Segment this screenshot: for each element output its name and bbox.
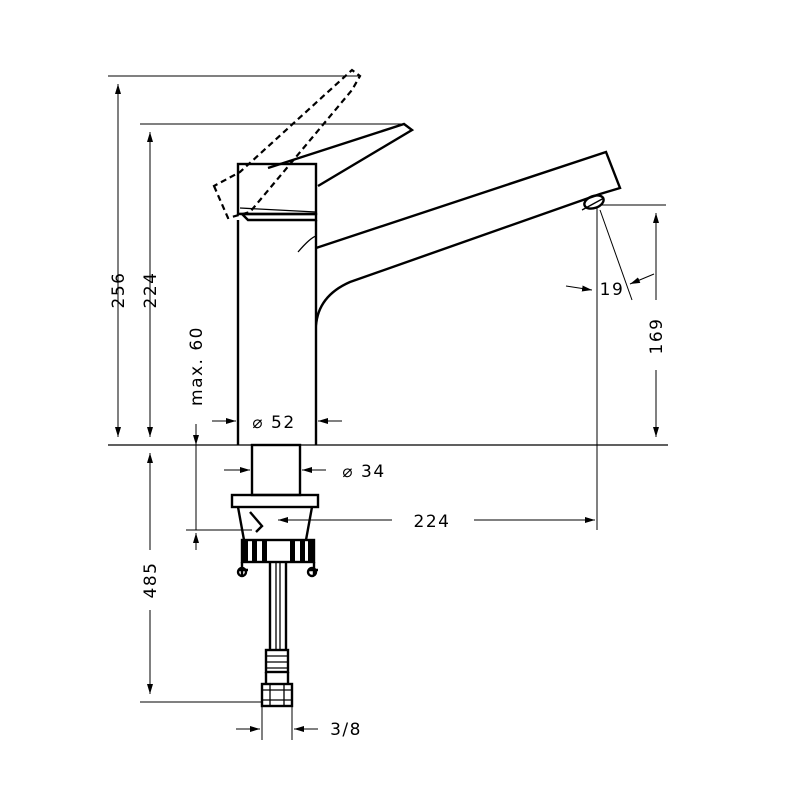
supply-hose <box>268 562 288 650</box>
label-lever-height: 224 <box>141 272 161 309</box>
label-below-deck: 485 <box>141 562 161 599</box>
dim-below-deck <box>140 453 262 703</box>
dim-spout-angle <box>565 209 655 301</box>
label-spout-reach: 224 <box>414 512 451 532</box>
dim-max-deck <box>186 424 252 550</box>
label-body-diameter: ⌀ 52 <box>252 413 295 433</box>
lever <box>267 122 415 188</box>
shank <box>250 443 302 497</box>
label-shank-diameter: ⌀ 34 <box>342 462 385 482</box>
mounting-plate <box>230 493 320 509</box>
lever-open-position <box>212 68 362 220</box>
label-total-height: 256 <box>109 272 129 309</box>
label-spout-height: 169 <box>647 318 667 355</box>
below-deck-assembly <box>230 443 320 708</box>
label-connection: 3/8 <box>330 720 362 740</box>
dim-spout-reach <box>278 208 598 530</box>
faucet-body <box>212 68 622 445</box>
dim-connection <box>236 706 318 740</box>
dim-spout-height <box>602 204 666 437</box>
label-max-deck: max. 60 <box>187 326 207 406</box>
body-column <box>236 150 622 445</box>
dim-total-height <box>108 75 360 437</box>
handle-cap <box>236 162 318 216</box>
dim-lever-height <box>140 123 404 437</box>
connection-nut <box>260 682 294 708</box>
label-spout-angle: 19 <box>600 280 625 300</box>
